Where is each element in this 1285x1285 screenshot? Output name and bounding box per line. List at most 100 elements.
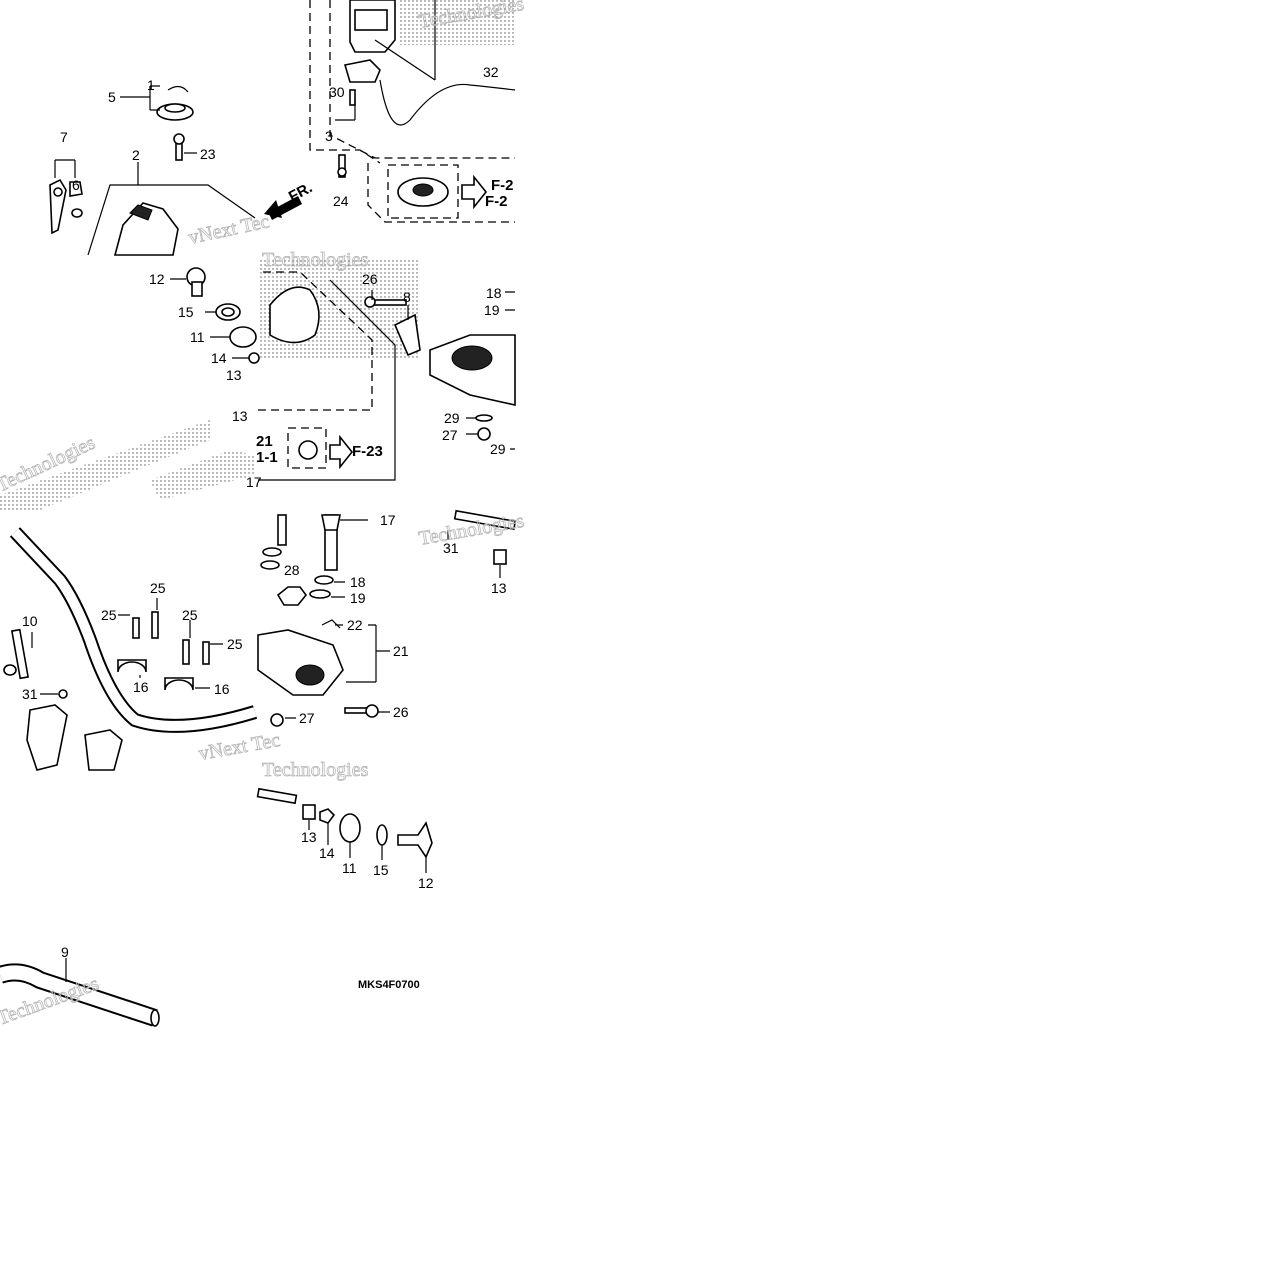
part-number-31: 31: [443, 540, 459, 556]
part-number-16: 16: [133, 679, 149, 695]
watermark-text: Technologies: [262, 249, 369, 271]
dotted-wing-lower: [150, 450, 255, 500]
cap-detail-box: [387, 164, 459, 219]
part-number-26: 26: [362, 271, 378, 287]
ref-arrow: [461, 174, 488, 210]
leader: [285, 519, 501, 719]
washer-15-lower: [376, 824, 388, 846]
washer-15-hole: [221, 307, 235, 317]
bolt-25a: [132, 617, 140, 639]
tile-handlebar: vNext Tec 10 31 25 25 25 25 16 16: [3, 527, 282, 771]
part-number-26: 26: [393, 704, 409, 720]
part-number-19: 19: [484, 302, 500, 318]
part-number-17: 17: [246, 474, 262, 490]
leader: [54, 159, 76, 178]
part-number-19: 19: [350, 590, 366, 606]
cover-outline: [258, 271, 373, 411]
switch-part: [113, 202, 179, 256]
key-ring: [53, 187, 63, 197]
clamp-16a: [117, 659, 147, 673]
part-number-8: 8: [403, 289, 411, 305]
nut-27: [477, 427, 491, 441]
ref-side-21: 21: [256, 433, 273, 450]
tank-outline: [329, 0, 515, 159]
fork-top-17: [321, 514, 341, 531]
nut-13: [493, 549, 507, 565]
part-number-15: 15: [373, 862, 389, 878]
part-number-3: 3: [325, 128, 333, 144]
bolt-26-head: [364, 296, 376, 308]
part-number-24: 24: [333, 193, 349, 209]
pipe-9-inner: [0, 965, 158, 1025]
part-number-25: 25: [101, 607, 117, 623]
tile-stopper-exploded: Technologies 13 14 11 15 12 MKS4F0700: [256, 759, 434, 991]
watermark-text: Technologies: [262, 759, 369, 781]
holder-17-left: [26, 704, 68, 771]
ref-side-1-1: 1-1: [256, 449, 278, 466]
part-number-30: 30: [329, 84, 345, 100]
washer-19: [309, 589, 331, 599]
part-number-13: 13: [232, 408, 248, 424]
cover-part: [269, 286, 320, 344]
part-number-23: 23: [200, 146, 216, 162]
nut-28: [276, 586, 308, 606]
part-number-2: 2: [132, 147, 140, 163]
part-number-27: 27: [442, 427, 458, 443]
axle-part: [453, 509, 517, 531]
bolt-26-lower-head: [365, 704, 379, 718]
washer-lower-2: [260, 560, 280, 570]
nut-part: [71, 208, 83, 218]
part-number-12: 12: [418, 875, 434, 891]
fr-arrow-head: [264, 200, 282, 218]
part-number-25: 25: [182, 607, 198, 623]
key-tag-part: [69, 181, 83, 197]
part-number-31: 31: [22, 686, 38, 702]
part-number-15: 15: [178, 304, 194, 320]
ring-31: [58, 689, 68, 699]
collar-11-lower: [339, 813, 361, 843]
ref-arrow: [329, 434, 354, 470]
washer-18: [314, 575, 334, 585]
fuel-cap-inner: [412, 183, 434, 197]
ref-f23: F-23: [352, 443, 383, 460]
circlip-part: [167, 85, 189, 93]
tank-outline-inner: [309, 0, 381, 164]
leader: [31, 598, 223, 695]
watermark-text: vNext Tec: [186, 210, 271, 249]
nut-13-lower: [302, 804, 316, 820]
washer-29: [475, 414, 493, 422]
pipe-9-end: [150, 1009, 160, 1027]
part-number-22: 22: [347, 617, 363, 633]
shaft-part: [256, 787, 298, 805]
bolt-12-lower: [397, 821, 433, 859]
part-number-10: 10: [22, 613, 38, 629]
part-number-6: 6: [72, 177, 80, 193]
part-number-17: 17: [380, 512, 396, 528]
tile-ignition-switch: FR. vNext Tec 1 5 7 6 2 23: [49, 77, 315, 256]
dotted-wing: [0, 420, 210, 512]
nut-left: [3, 664, 17, 676]
cap-box: [367, 163, 515, 223]
washer-lower: [262, 547, 282, 557]
pin-10: [10, 628, 30, 680]
assembly-outline: [87, 184, 256, 256]
bolt-12-shank: [191, 281, 203, 297]
bolt-head: [173, 133, 185, 145]
part-number-1: 1: [147, 77, 155, 93]
spring-22: [321, 619, 341, 629]
part-number-27: 27: [299, 710, 315, 726]
top-bridge-hole: [451, 345, 493, 371]
leader: [120, 85, 160, 111]
drawing-code: MKS4F0700: [358, 979, 420, 991]
part-number-9: 9: [61, 944, 69, 960]
part-number-16: 16: [214, 681, 230, 697]
tile-handlebar-pipe: Technologies 9: [0, 944, 160, 1030]
part-number-21: 21: [393, 643, 409, 659]
ref-box: [287, 427, 327, 469]
part-number-11: 11: [190, 329, 205, 345]
part-number-18: 18: [350, 574, 366, 590]
part-number-13: 13: [301, 829, 317, 845]
ref-f2-top: F-2: [491, 177, 514, 194]
switch-body: [129, 204, 153, 221]
